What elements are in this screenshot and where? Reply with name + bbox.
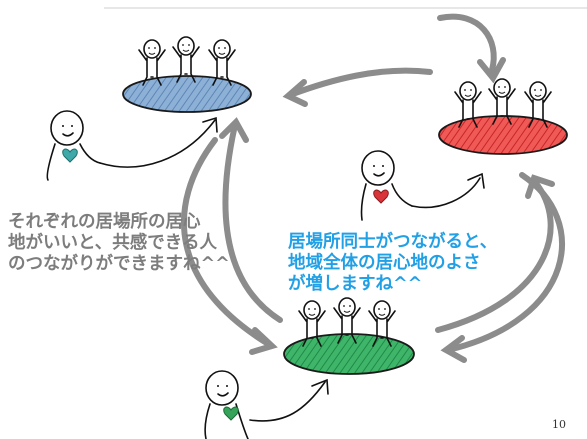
red-place <box>438 115 568 155</box>
heart-icon <box>223 406 239 421</box>
caption-right: 居場所同士がつながると、 地域全体の居心地のよさ が増しますね^^ <box>288 232 497 295</box>
person-left <box>46 110 218 181</box>
person-bottom <box>204 370 329 439</box>
heart-icon <box>62 148 78 163</box>
caption-left-line: 地がいいと、共感できる人 <box>8 233 217 253</box>
arrow-green-to-blue <box>219 117 283 323</box>
caption-left-line: それぞれの居場所の居心 <box>8 212 201 232</box>
caption-left-line: のつながりができますね^^ <box>8 254 230 274</box>
blue-place <box>122 75 252 113</box>
arrow-red-to-blue <box>282 67 433 107</box>
caption-right-line: 地域全体の居心地のよさ <box>288 253 481 273</box>
caption-left: それぞれの居場所の居心 地がいいと、共感できる人 のつながりができますね^^ <box>8 212 230 275</box>
caption-right-line: 居場所同士がつながると、 <box>288 232 498 252</box>
arrow-green-to-red <box>435 174 555 333</box>
person-middle <box>360 150 485 221</box>
page-number: 10 <box>552 418 566 431</box>
caption-right-line: が増しますね^^ <box>288 274 423 294</box>
arrow-blue-to-red <box>437 13 506 84</box>
green-place <box>283 333 415 375</box>
heart-icon <box>373 189 389 204</box>
arrow-blue-to-green <box>181 137 278 355</box>
